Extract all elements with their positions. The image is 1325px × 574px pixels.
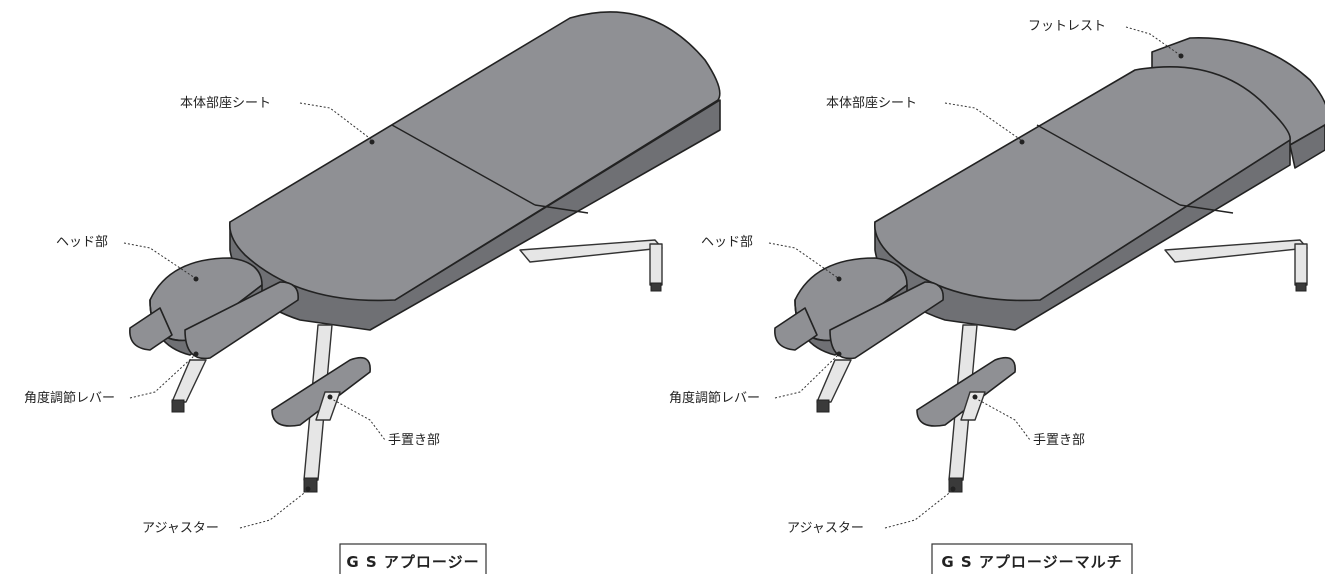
right-rear-foot [1295, 282, 1307, 292]
left-leader-lines [123, 102, 386, 529]
right-head-foot [816, 399, 830, 413]
right-arm-pad [774, 307, 818, 351]
left-main-seat [228, 11, 721, 302]
left-rear-frame-bar [519, 239, 663, 263]
right-table-illustration [774, 37, 1325, 493]
left-rear-foot [650, 282, 662, 292]
right-label-head: ヘッド部 [701, 235, 753, 250]
left-hand-rest [271, 356, 371, 427]
right-seat-seam [1036, 124, 1181, 206]
right-face-pad [829, 281, 944, 360]
left-label-main-seat: 本体部座シート [180, 96, 271, 111]
right-label-main-seat: 本体部座シート [826, 96, 917, 111]
right-main-seat [873, 66, 1291, 302]
left-label-hand-rest: 手置き部 [388, 433, 440, 448]
right-head-strut [816, 359, 852, 403]
left-head-foot [171, 399, 185, 413]
right-seat-seam-2 [1179, 204, 1234, 214]
right-label-hand-rest: 手置き部 [1033, 433, 1085, 448]
left-label-angle-lever: 角度調節レバー [24, 390, 115, 406]
right-hand-rest-strut [960, 391, 986, 421]
left-seat-seam-2 [534, 204, 589, 214]
right-hand-rest [916, 356, 1016, 427]
right-title: G S アプロージーマルチ [941, 553, 1122, 571]
right-label-adjuster: アジャスター [787, 521, 864, 536]
left-face-pad [184, 281, 299, 360]
right-rear-frame-bar [1164, 239, 1308, 263]
right-rear-leg [1294, 243, 1308, 286]
left-arm-pad [129, 307, 173, 351]
left-seat-seam [391, 124, 536, 206]
left-title-box [339, 543, 487, 574]
left-label-adjuster: アジャスター [142, 521, 219, 536]
left-table-illustration [129, 11, 721, 493]
left-hand-rest-strut [315, 391, 341, 421]
right-footrest-side [1289, 124, 1325, 169]
right-label-angle-lever: 角度調節レバー [669, 390, 760, 406]
left-head-strut [171, 359, 207, 403]
right-leader-lines [768, 26, 1184, 529]
left-title: G S アプロージー [346, 553, 479, 571]
right-title-box [931, 543, 1133, 574]
left-label-head: ヘッド部 [56, 235, 108, 250]
right-label-footrest: フットレスト [1028, 19, 1106, 34]
left-rear-leg [649, 243, 663, 286]
